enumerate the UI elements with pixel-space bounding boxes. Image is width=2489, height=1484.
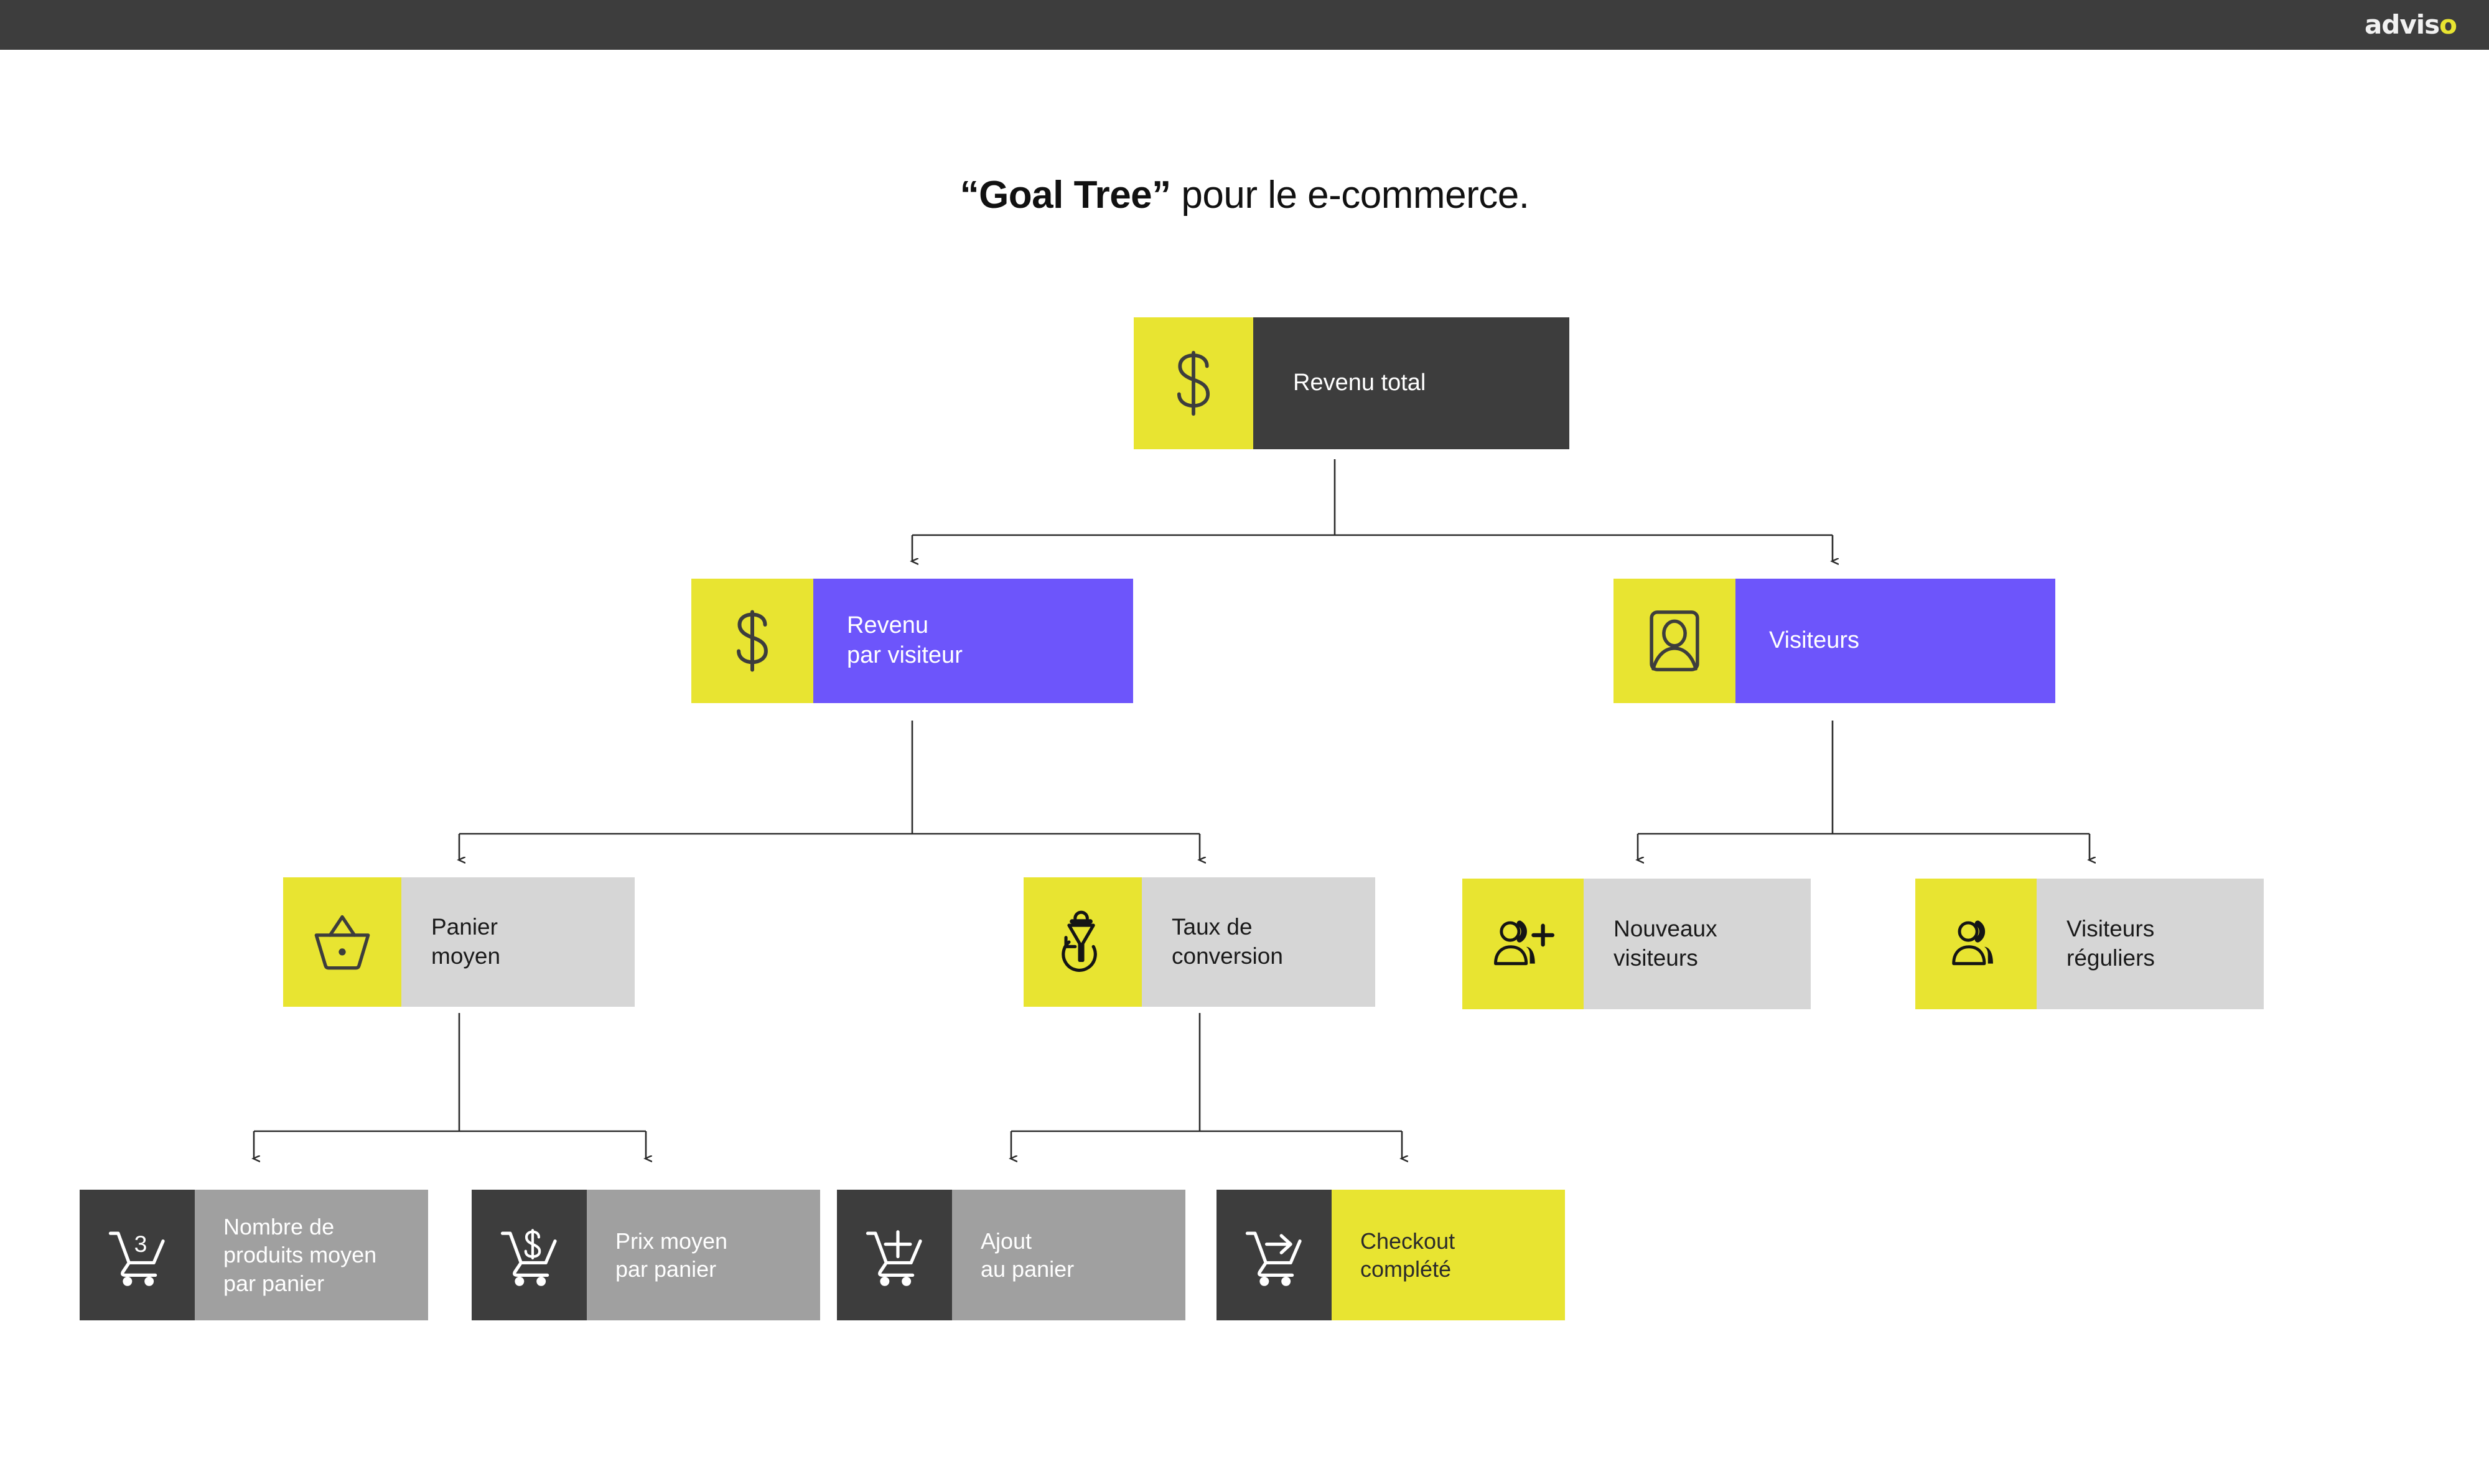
user-plus-icon [1462, 879, 1584, 1009]
page-title: “Goal Tree” pour le e-commerce. [0, 173, 2489, 217]
page-title-rest: pour le e-commerce. [1170, 174, 1529, 217]
cart-dollar-icon [472, 1190, 587, 1320]
node-label: Panier moyen [401, 877, 635, 1007]
user-icon [1915, 879, 2037, 1009]
node-label: Visiteurs réguliers [2037, 879, 2264, 1009]
node-label: Visiteurs [1735, 579, 2055, 703]
brand-name-main: advis [2364, 9, 2440, 40]
node-ajout-au-panier[interactable]: Ajout au panier [837, 1190, 1185, 1320]
node-revenu-par-visiteur[interactable]: Revenu par visiteur [691, 579, 1133, 703]
node-label: Nouveaux visiteurs [1584, 879, 1811, 1009]
node-taux-de-conversion[interactable]: Taux de conversion [1024, 877, 1375, 1007]
node-panier-moyen[interactable]: Panier moyen [283, 877, 635, 1007]
brand-name-accent: o [2439, 9, 2457, 40]
basket-icon [283, 877, 401, 1007]
node-nombre-de-produits[interactable]: 3 Nombre de produits moyen par panier [80, 1190, 428, 1320]
node-nouveaux-visiteurs[interactable]: Nouveaux visiteurs [1462, 879, 1811, 1009]
node-label: Nombre de produits moyen par panier [195, 1190, 428, 1320]
node-revenu-total[interactable]: Revenu total [1134, 317, 1569, 449]
dollar-icon [691, 579, 813, 703]
visitor-card-icon [1613, 579, 1735, 703]
dollar-icon [1134, 317, 1253, 449]
node-label: Prix moyen par panier [587, 1190, 820, 1320]
node-checkout-complete[interactable]: Checkout complété [1216, 1190, 1565, 1320]
node-label: Ajout au panier [952, 1190, 1185, 1320]
node-prix-moyen-par-panier[interactable]: Prix moyen par panier [472, 1190, 820, 1320]
node-visiteurs-reguliers[interactable]: Visiteurs réguliers [1915, 879, 2264, 1009]
node-label: Taux de conversion [1142, 877, 1375, 1007]
node-label: Revenu total [1253, 317, 1569, 449]
cart-plus-icon [837, 1190, 952, 1320]
svg-text:3: 3 [134, 1231, 147, 1257]
page-title-quoted: “Goal Tree” [960, 174, 1172, 217]
node-label: Checkout complété [1332, 1190, 1565, 1320]
cart-arrow-icon [1216, 1190, 1332, 1320]
cart-three-icon: 3 [80, 1190, 195, 1320]
node-label: Revenu par visiteur [813, 579, 1133, 703]
funnel-gear-icon [1024, 877, 1142, 1007]
node-visiteurs[interactable]: Visiteurs [1613, 579, 2055, 703]
